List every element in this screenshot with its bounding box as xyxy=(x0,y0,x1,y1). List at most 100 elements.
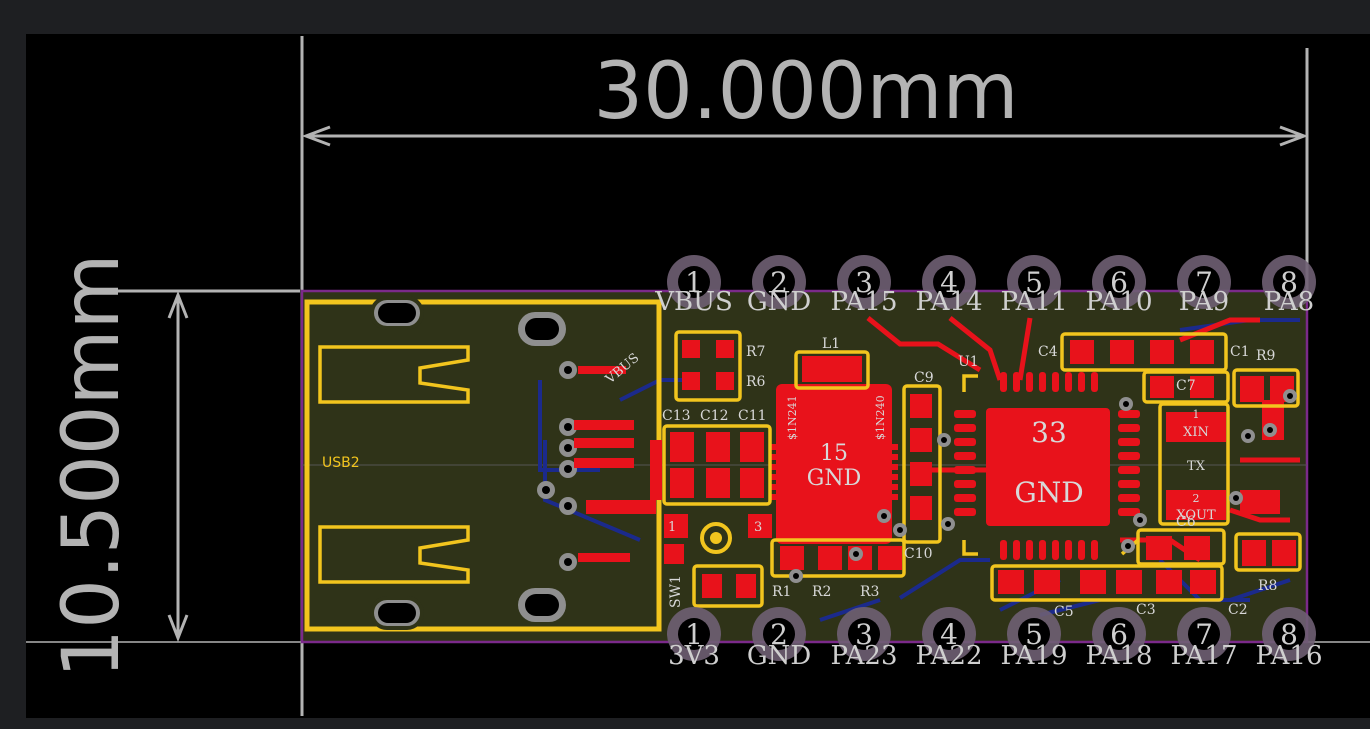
reg-pin-left xyxy=(770,464,784,470)
mcu-pin-left xyxy=(954,480,976,488)
mcu-pin: 33 xyxy=(1031,416,1067,449)
xtal-pin2: 2 xyxy=(1193,492,1200,505)
ref-c3: C3 xyxy=(1136,602,1156,618)
mcu-pin-left xyxy=(954,438,976,446)
ref-c5: C5 xyxy=(1054,604,1074,620)
pin-hole xyxy=(1103,618,1135,650)
smd-pad xyxy=(682,340,700,358)
mcu-pin-bottom xyxy=(1052,540,1059,560)
ref-l1: L1 xyxy=(822,336,840,352)
pin-name: PA8 xyxy=(1264,287,1314,317)
xtal-xout: XOUT xyxy=(1176,508,1216,523)
mcu-pin-bottom xyxy=(1026,540,1033,560)
mcu-pin-bottom xyxy=(1013,540,1020,560)
pin-name: PA14 xyxy=(916,287,983,317)
pin-name: 3V3 xyxy=(668,641,720,671)
vias xyxy=(789,389,1297,583)
pin-hole xyxy=(678,266,710,298)
smd-pads xyxy=(670,340,1296,598)
pin-name: GND xyxy=(747,287,811,317)
smd-pad xyxy=(1070,340,1094,364)
pin-number: 7 xyxy=(1195,618,1213,651)
pin-number: 4 xyxy=(940,266,958,299)
reg-pin: 15 xyxy=(820,441,848,466)
pin-number: 2 xyxy=(770,618,788,651)
ref-r2: R2 xyxy=(812,584,831,600)
pin-hole xyxy=(1103,266,1135,298)
xtal-tx: TX xyxy=(1187,459,1206,474)
pin-number: 3 xyxy=(855,266,873,299)
smd-pad xyxy=(736,574,756,598)
sw-pin1: 1 xyxy=(668,520,676,535)
via-hole xyxy=(1267,427,1273,433)
reg-pin-left xyxy=(770,474,784,480)
net-sin2: $1N240 xyxy=(874,395,887,440)
pin-hole xyxy=(1018,266,1050,298)
pin-hole xyxy=(933,266,965,298)
mcu-pin-top xyxy=(1039,372,1046,392)
pin-number: 8 xyxy=(1280,618,1298,651)
ref-r6: R6 xyxy=(746,374,766,390)
mcu-pin-pads xyxy=(770,372,1140,560)
xtal-pin1: 1 xyxy=(1193,408,1200,421)
pin-number: 4 xyxy=(940,618,958,651)
ref-r9: R9 xyxy=(1256,348,1275,364)
pin-name: PA19 xyxy=(1001,641,1068,671)
reg-pin-left xyxy=(770,444,784,450)
silkscreen-outlines xyxy=(662,330,1302,608)
pin-name: PA16 xyxy=(1256,641,1323,671)
smd-pad xyxy=(1190,376,1214,398)
ref-c1: C1 xyxy=(1230,344,1250,360)
pin-hole xyxy=(848,618,880,650)
ref-r1: R1 xyxy=(772,584,791,600)
pin-hole xyxy=(763,618,795,650)
usb-label: USB2 xyxy=(322,455,360,471)
smd-pad xyxy=(702,574,722,598)
via-hole xyxy=(1233,495,1239,501)
mcu-pin-left xyxy=(954,424,976,432)
reg-pin-left xyxy=(770,454,784,460)
smd-pad xyxy=(1146,536,1172,560)
pin-name: PA23 xyxy=(831,641,898,671)
castellated-pins: 1VBUS2GND3PA154PA145PA116PA107PA98PA813V… xyxy=(654,255,1322,671)
reg-pin-right xyxy=(884,464,898,470)
xtal-xin: XIN xyxy=(1183,425,1209,440)
pin-hole xyxy=(933,618,965,650)
pin-name: PA15 xyxy=(831,287,898,317)
mcu-pin-top xyxy=(1065,372,1072,392)
pin-name: VBUS xyxy=(654,287,733,317)
reg-gnd: GND xyxy=(807,466,861,491)
mcu-pin-top xyxy=(1000,372,1007,392)
via-hole xyxy=(1245,433,1251,439)
smd-pad xyxy=(1116,570,1142,594)
switch-sw1 xyxy=(664,514,772,564)
pin-hole xyxy=(1273,618,1305,650)
pin-number: 1 xyxy=(685,618,703,651)
smd-pad xyxy=(910,428,932,452)
smd-pad xyxy=(740,432,764,462)
via-hole xyxy=(941,437,947,443)
smd-pad xyxy=(716,372,734,390)
reg-pin-right xyxy=(884,474,898,480)
mcu-pin-right xyxy=(1118,466,1140,474)
pin-name: PA22 xyxy=(916,641,983,671)
mcu-pin-right xyxy=(1118,424,1140,432)
smd-pad xyxy=(740,468,764,498)
reg-pin-right xyxy=(884,454,898,460)
pin-hole xyxy=(1273,266,1305,298)
ref-c4: C4 xyxy=(1038,344,1058,360)
smd-pad xyxy=(706,468,730,498)
pin-hole xyxy=(1188,618,1220,650)
smd-pad xyxy=(1034,570,1060,594)
via-hole xyxy=(1287,393,1293,399)
via-hole xyxy=(945,521,951,527)
pin-hole xyxy=(848,266,880,298)
ref-r7: R7 xyxy=(746,344,765,360)
via-hole xyxy=(881,513,887,519)
mcu-pin-left xyxy=(954,452,976,460)
